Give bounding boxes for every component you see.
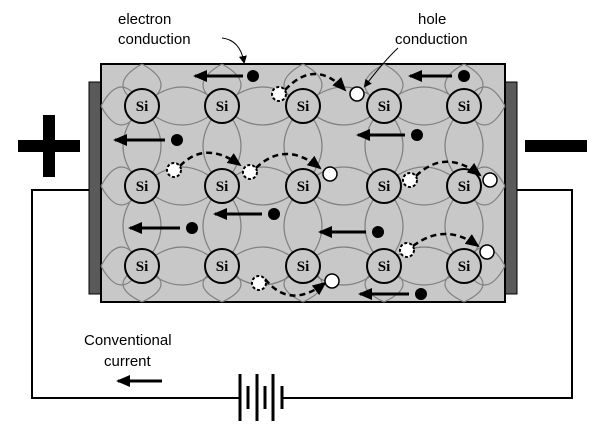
silicon-atom: Si (204, 248, 240, 284)
hole (322, 166, 338, 182)
silicon-atom: Si (285, 168, 321, 204)
hole (349, 86, 365, 102)
circuit-wire (31, 189, 573, 399)
electron-conduction-label-2: conduction (118, 31, 191, 48)
atom-symbol: Si (378, 259, 391, 275)
electron (186, 222, 198, 234)
hole-conduction-label-2: conduction (395, 31, 468, 48)
conventional-current-label-2: current (104, 353, 152, 370)
hole-motion-arrow (264, 278, 327, 297)
electron (411, 129, 423, 141)
silicon-atom: Si (366, 88, 402, 124)
atom-symbol: Si (458, 259, 471, 275)
plus-sign (18, 115, 80, 177)
previous-hole-position (251, 275, 267, 291)
silicon-atom: Si (446, 248, 482, 284)
silicon-atom: Si (446, 168, 482, 204)
charge-carriers (113, 70, 498, 300)
electron-pointer (221, 37, 247, 64)
hole-motion-arrow (415, 160, 482, 177)
hole (324, 273, 340, 289)
conventional-current-label: Conventional (84, 332, 172, 349)
electron (171, 134, 183, 146)
atom-symbol: Si (378, 99, 391, 115)
minus-sign (525, 140, 587, 152)
silicon-atom: Si (446, 88, 482, 124)
hole-motion-arrow (255, 152, 322, 170)
previous-hole-position (166, 162, 182, 178)
atom-symbol: Si (297, 179, 310, 195)
atom-symbol: Si (458, 179, 471, 195)
atom-symbol: Si (297, 99, 310, 115)
hole (479, 244, 495, 260)
atom-symbol: Si (458, 99, 471, 115)
hole-conduction-label: hole (418, 11, 446, 28)
electron (458, 70, 470, 82)
silicon-atom: Si (124, 168, 160, 204)
atom-symbol: Si (216, 259, 229, 275)
hole-motion-arrow (179, 151, 242, 167)
silicon-atom: Si (204, 168, 240, 204)
silicon-atom: Si (204, 88, 240, 124)
previous-hole-position (271, 86, 287, 102)
atom-symbol: Si (378, 179, 391, 195)
atom-symbol: Si (136, 179, 149, 195)
electron (415, 288, 427, 300)
electron (372, 226, 384, 238)
atom-symbol: Si (136, 99, 149, 115)
silicon-atom: Si (366, 248, 402, 284)
silicon-atom: Si (366, 168, 402, 204)
atom-symbol: Si (297, 259, 310, 275)
electron (247, 70, 259, 82)
atom-symbol: Si (216, 179, 229, 195)
silicon-atom: Si (285, 88, 321, 124)
atom-symbol: Si (136, 259, 149, 275)
hole (482, 172, 498, 188)
hole-pointer (363, 47, 399, 88)
battery-icon (238, 374, 284, 421)
atom-symbol: Si (216, 99, 229, 115)
silicon-atom: Si (285, 248, 321, 284)
electron (268, 208, 280, 220)
hole-motion-arrow (284, 72, 347, 92)
hole-motion-arrow (412, 232, 480, 248)
silicon-atom: Si (124, 248, 160, 284)
previous-hole-position (399, 242, 415, 258)
silicon-atom: Si (124, 88, 160, 124)
previous-hole-position (242, 164, 258, 180)
electron-conduction-label: electron (118, 11, 171, 28)
previous-hole-position (402, 172, 418, 188)
